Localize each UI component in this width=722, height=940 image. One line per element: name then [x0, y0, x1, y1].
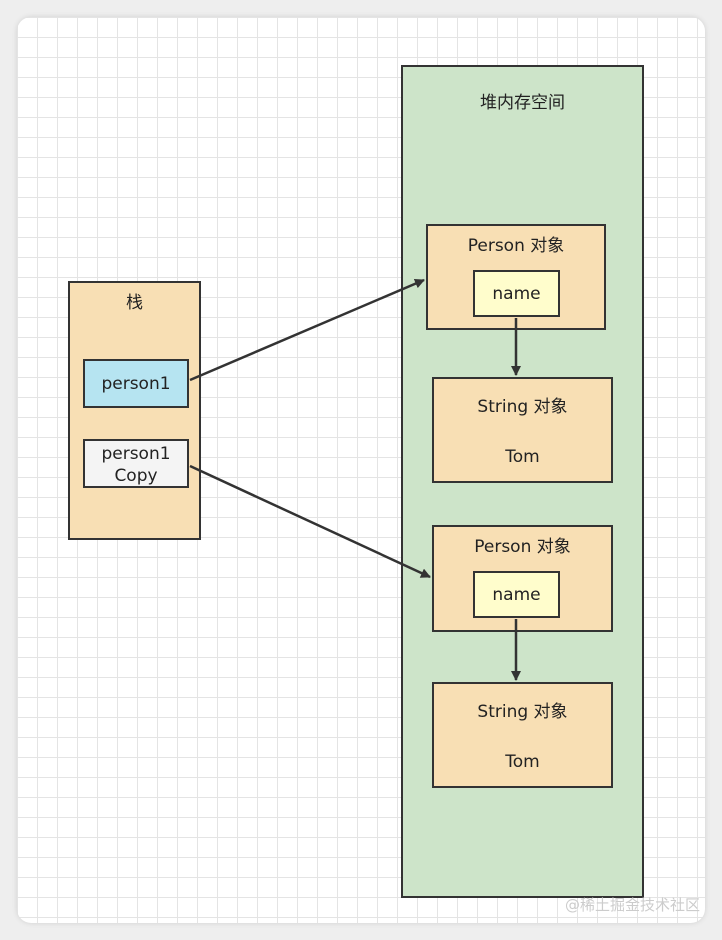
person1-copy-label-line1: person1 — [101, 444, 171, 464]
stack-title: 栈 — [126, 293, 143, 313]
person-object-1-title: Person 对象 — [467, 236, 565, 256]
heap-title: 堆内存空间 — [480, 93, 565, 113]
person-object-2-title: Person 对象 — [474, 537, 571, 557]
name-field-2: name — [473, 571, 560, 618]
string-object-2-title: String 对象 — [477, 702, 568, 722]
person1-copy-reference: person1 Copy — [83, 439, 189, 488]
string-object-2: String 对象 Tom — [432, 682, 613, 788]
name-field-1-label: name — [492, 284, 541, 304]
person1-reference: person1 — [83, 359, 189, 408]
name-field-2-label: name — [492, 585, 541, 605]
person1-reference-label: person1 — [101, 374, 171, 394]
string-object-1-value: Tom — [505, 447, 540, 467]
watermark: @稀土掘金技术社区 — [564, 896, 700, 914]
name-field-1: name — [473, 270, 560, 317]
string-object-2-value: Tom — [505, 752, 540, 772]
stack-container: 栈 — [68, 281, 201, 540]
string-object-1: String 对象 Tom — [432, 377, 613, 483]
string-object-1-title: String 对象 — [477, 397, 568, 417]
person1-copy-label-line2: Copy — [114, 466, 158, 486]
